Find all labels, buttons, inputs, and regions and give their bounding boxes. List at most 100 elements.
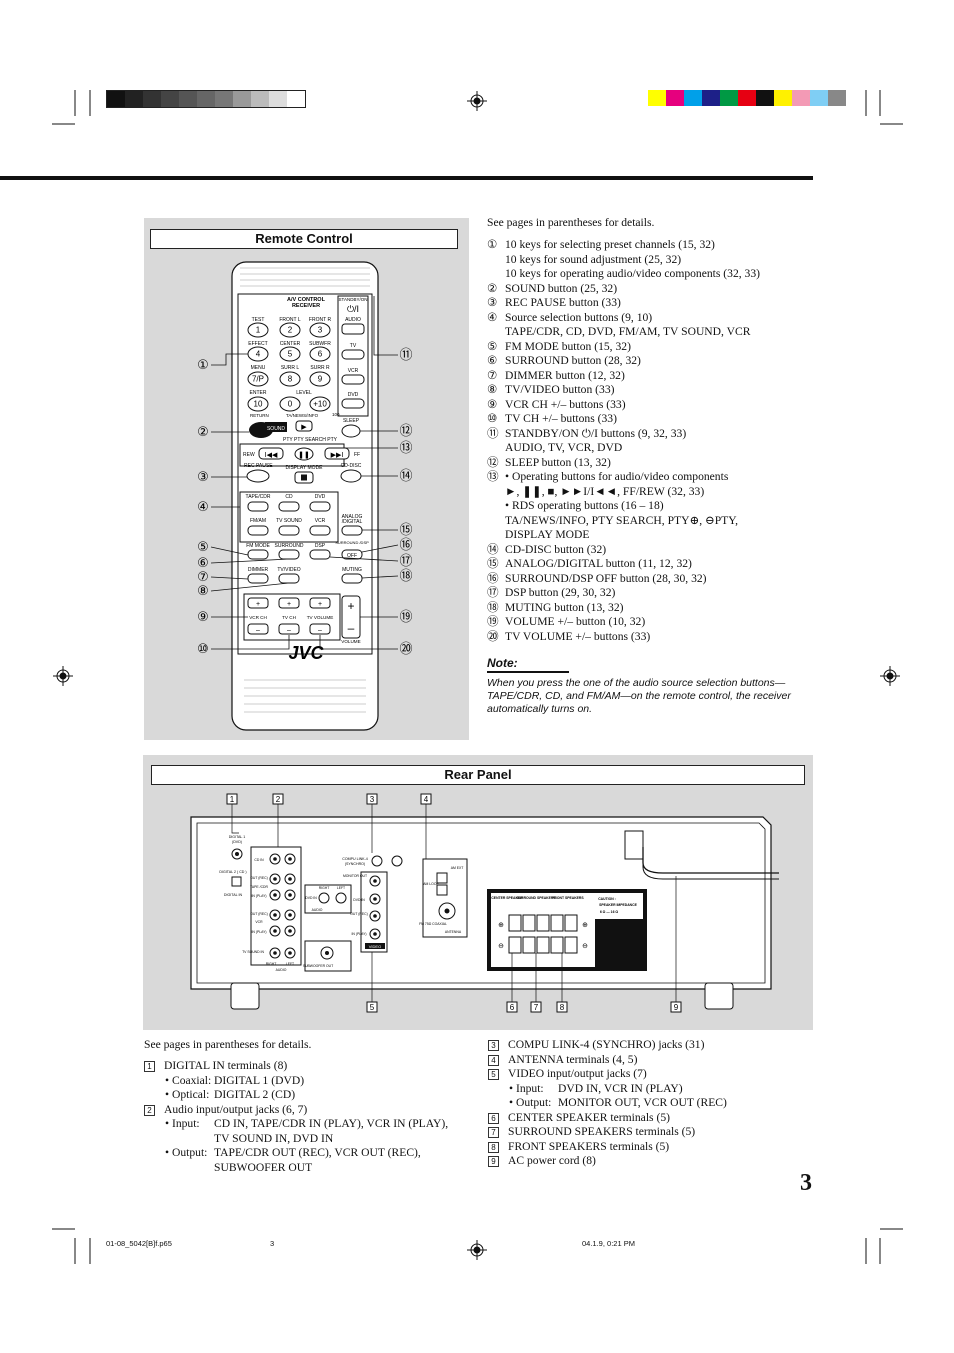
cd-button[interactable] [278, 501, 300, 512]
label-level: LEVEL [296, 390, 312, 396]
tv-standby-button[interactable] [341, 349, 365, 360]
key-5[interactable] [279, 346, 301, 362]
key-3[interactable] [309, 322, 331, 338]
key-plus10-label: +10 [313, 400, 327, 409]
dvd-button[interactable] [309, 501, 331, 512]
remote-intro: See pages in parentheses for details. [487, 216, 655, 229]
key-7p[interactable] [247, 371, 269, 387]
stop-icon [301, 474, 307, 481]
registration-mark-right [880, 666, 900, 686]
item-text: VOLUME +/– button (10, 32) [505, 615, 646, 628]
item-number: ⑥ [487, 354, 498, 367]
ta-news-button[interactable] [295, 420, 313, 432]
analog-digital-button[interactable] [341, 525, 363, 536]
item-number: ⑪ [487, 426, 499, 440]
tv-volume-minus-button[interactable] [309, 623, 331, 635]
dvd-standby-button[interactable] [341, 398, 365, 409]
fm-am-button[interactable] [247, 525, 269, 536]
speaker-terminals[interactable] [508, 914, 578, 954]
key-9[interactable] [309, 371, 331, 387]
key-1[interactable] [247, 322, 269, 338]
key-6[interactable] [309, 346, 331, 362]
label-vcr: VCR [255, 920, 263, 924]
tv-video-button[interactable] [278, 573, 300, 584]
tv-ch-minus-button[interactable] [278, 623, 300, 635]
item-number: ⑫ [487, 455, 499, 469]
label-vcr-ch: VCR CH [249, 615, 267, 620]
sub-text: DIGITAL 1 (DVD) [214, 1073, 305, 1087]
dsp-button[interactable] [309, 549, 331, 560]
vcr-ch-plus-button[interactable] [247, 597, 269, 609]
tape-cdr-button[interactable] [247, 501, 269, 512]
vcr-button[interactable] [309, 525, 331, 536]
rec-pause-button[interactable] [246, 469, 270, 483]
list-sub-item: • Optical:DIGITAL 2 (CD) [144, 1088, 474, 1103]
skip-back-button[interactable] [258, 447, 284, 460]
label-surround-speakers: SURROUND SPEAKERS [516, 896, 556, 900]
key-0[interactable] [279, 396, 301, 412]
key-8[interactable] [279, 371, 301, 387]
key-plus10[interactable] [309, 396, 331, 412]
tv-volume-plus-button[interactable] [309, 597, 331, 609]
gray-swatch [287, 91, 305, 107]
label-display-mode: DISPLAY MODE [285, 465, 323, 471]
skip-forward-button[interactable] [324, 447, 350, 460]
tv-ch-plus-button[interactable] [278, 597, 300, 609]
vcr-standby-button[interactable] [341, 374, 365, 385]
key-7p-label: 7/P [252, 375, 264, 384]
rear-callout-2: 2 [276, 795, 281, 804]
optical-jack[interactable] [231, 876, 242, 887]
item-text: VCR CH +/– buttons (33) [505, 397, 626, 411]
label-tv-video: TV/VIDEO [277, 567, 300, 573]
label-cd-disc: CD-DISC [341, 463, 362, 469]
muting-button[interactable] [341, 573, 363, 584]
dvd-audio-left-jack[interactable] [335, 892, 347, 904]
label-subwoofer-out: SUBWOOFER OUT [303, 964, 333, 968]
label-audio: AUDIO [276, 968, 287, 972]
label-antenna: ANTENNA [445, 930, 462, 934]
label-audio-left: LEFT [286, 962, 294, 966]
compu-link-jack-1[interactable] [371, 855, 383, 867]
fm-mode-button[interactable] [247, 549, 269, 560]
key-10[interactable] [247, 396, 269, 412]
am-loop-terminal[interactable] [436, 884, 448, 896]
tv-sound-button[interactable] [278, 525, 300, 536]
surround-button[interactable] [278, 549, 300, 560]
vcr-ch-minus-button[interactable] [247, 623, 269, 635]
color-swatch [792, 90, 810, 106]
label-test: TEST [252, 317, 265, 323]
dvd-audio-right-jack[interactable] [318, 892, 330, 904]
label-front-speakers: FRONT SPEAKERS [552, 896, 584, 900]
label-tv-ch: TV CH [282, 615, 296, 620]
sub-label: • Input: [509, 1081, 544, 1095]
cd-disc-button[interactable] [340, 469, 362, 483]
key-2[interactable] [279, 322, 301, 338]
surround-dsp-off-button[interactable] [341, 549, 363, 560]
gray-swatch [125, 91, 143, 107]
callout-1: ① [197, 357, 209, 372]
am-ext-terminal[interactable] [436, 872, 448, 884]
sleep-button[interactable] [341, 424, 361, 438]
label-synchro: (SYNCHRO) [345, 862, 365, 866]
list-sub-item: • Coaxial:DIGITAL 1 (DVD) [144, 1074, 474, 1089]
compu-link-jack-2[interactable] [391, 855, 403, 867]
audio-standby-button[interactable] [341, 323, 365, 335]
color-swatch [756, 90, 774, 106]
key-3-label: 3 [318, 326, 323, 335]
rear-intro: See pages in parentheses for details. [144, 1038, 312, 1051]
label-return: RETURN [250, 413, 269, 418]
pause-button[interactable] [294, 447, 314, 461]
label-dvd-left: LEFT [337, 886, 345, 890]
dimmer-button[interactable] [247, 573, 269, 584]
svg-text:–: – [348, 621, 355, 635]
item-number: ⑧ [487, 383, 498, 396]
callout-2: ② [197, 424, 209, 439]
footer-page: 3 [270, 1239, 275, 1248]
